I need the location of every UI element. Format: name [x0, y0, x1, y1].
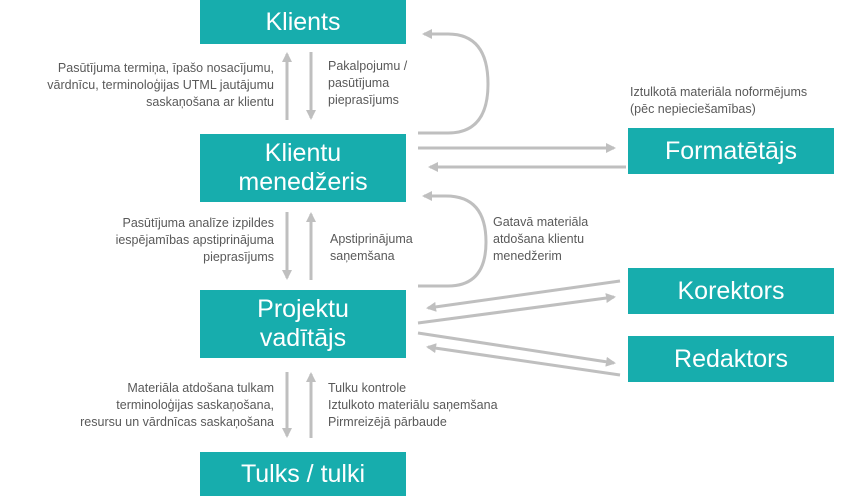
arrow-pv-to-korektors — [417, 293, 616, 325]
node-tulks: Tulks / tulki — [200, 452, 406, 496]
arrow-redaktors-to-pv — [426, 343, 621, 377]
arrow-pv-loop-to-km — [418, 191, 488, 288]
label-formatting: Iztulkotā materiāla noformējums (pēc nep… — [630, 85, 808, 116]
node-formatetajs: Formatētājs — [628, 128, 834, 174]
label-km-to-klients: Pasūtījuma termiņa, īpašo nosacījumu, vā… — [47, 61, 274, 109]
node-korektors-label: Korektors — [677, 276, 785, 305]
label-km-to-pv: Pasūtījuma analīze izpildes iespējamības… — [115, 216, 274, 264]
arrow-km-loop-to-klients — [418, 29, 490, 135]
node-klientu-menedzeris: Klientu menedžeris — [200, 134, 406, 202]
label-tulks-to-pv: Tulku kontrole Iztulkoto materiālu saņem… — [328, 381, 498, 429]
label-pv-to-tulks: Materiāla atdošana tulkam terminoloģijas… — [80, 381, 274, 429]
label-klients-to-km: Pakalpojumu / pasūtījuma pieprasījums — [328, 59, 408, 107]
node-korektors: Korektors — [628, 268, 834, 314]
node-formatetajs-label: Formatētājs — [665, 136, 797, 165]
node-redaktors-label: Redaktors — [674, 344, 788, 373]
label-pv-to-km: Apstiprinājuma saņemšana — [330, 232, 413, 263]
node-projektu-vaditajs-label: Projektu vadītājs — [257, 295, 349, 352]
arrow-korektors-to-pv — [426, 279, 621, 312]
node-klients-label: Klients — [265, 7, 341, 36]
label-finished-material: Gatavā materiāla atdošana klientu menedž… — [493, 215, 589, 263]
node-tulks-label: Tulks / tulki — [240, 459, 366, 488]
node-projektu-vaditajs: Projektu vadītājs — [200, 290, 406, 358]
node-redaktors: Redaktors — [628, 336, 834, 382]
node-klientu-menedzeris-label: Klientu menedžeris — [238, 139, 368, 196]
node-klients: Klients — [200, 0, 406, 44]
arrow-pv-to-redaktors — [417, 331, 616, 367]
